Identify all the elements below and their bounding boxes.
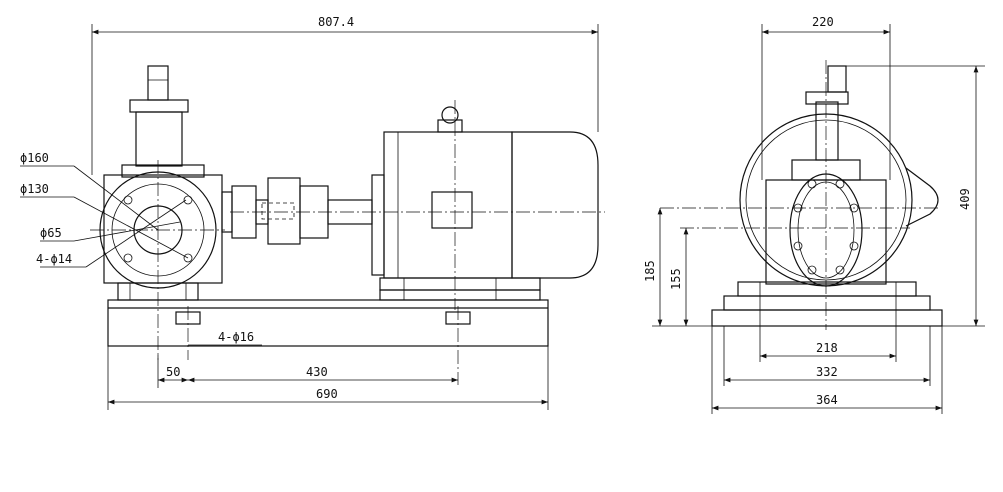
dim-shaft-height: 155 bbox=[669, 268, 683, 290]
dim-base-width-outer: 364 bbox=[816, 393, 838, 407]
end-view: 220 409 185 155 218 332 364 bbox=[643, 15, 985, 414]
dim-base-width-inner: 218 bbox=[816, 341, 838, 355]
end-base bbox=[711, 309, 943, 327]
dim-base-holes: 4-ϕ16 bbox=[218, 330, 254, 344]
dim-top-width: 220 bbox=[812, 15, 834, 29]
dim-base-hole-spacing: 430 bbox=[306, 365, 328, 379]
terminal-box bbox=[431, 191, 473, 229]
coupling bbox=[267, 177, 301, 245]
motor bbox=[383, 131, 513, 279]
dim-base-width-mid: 332 bbox=[816, 365, 838, 379]
dim-bore: ϕ65 bbox=[40, 226, 62, 240]
dim-base-length: 690 bbox=[316, 387, 338, 401]
front-view: 807.4 ϕ160 ϕ130 ϕ65 4-ϕ14 4-ϕ16 50 430 6… bbox=[20, 15, 605, 410]
dim-flange-holes: 4-ϕ14 bbox=[36, 252, 72, 266]
dim-base-offset: 50 bbox=[166, 365, 180, 379]
dim-overall-length: 807.4 bbox=[318, 15, 354, 29]
relief-valve bbox=[135, 111, 183, 167]
base-plate bbox=[107, 299, 549, 347]
dim-base-height: 185 bbox=[643, 260, 657, 282]
dim-bolt-circle: ϕ130 bbox=[20, 182, 49, 196]
dim-flange-od: ϕ160 bbox=[20, 151, 49, 165]
dim-total-height: 409 bbox=[958, 188, 972, 210]
